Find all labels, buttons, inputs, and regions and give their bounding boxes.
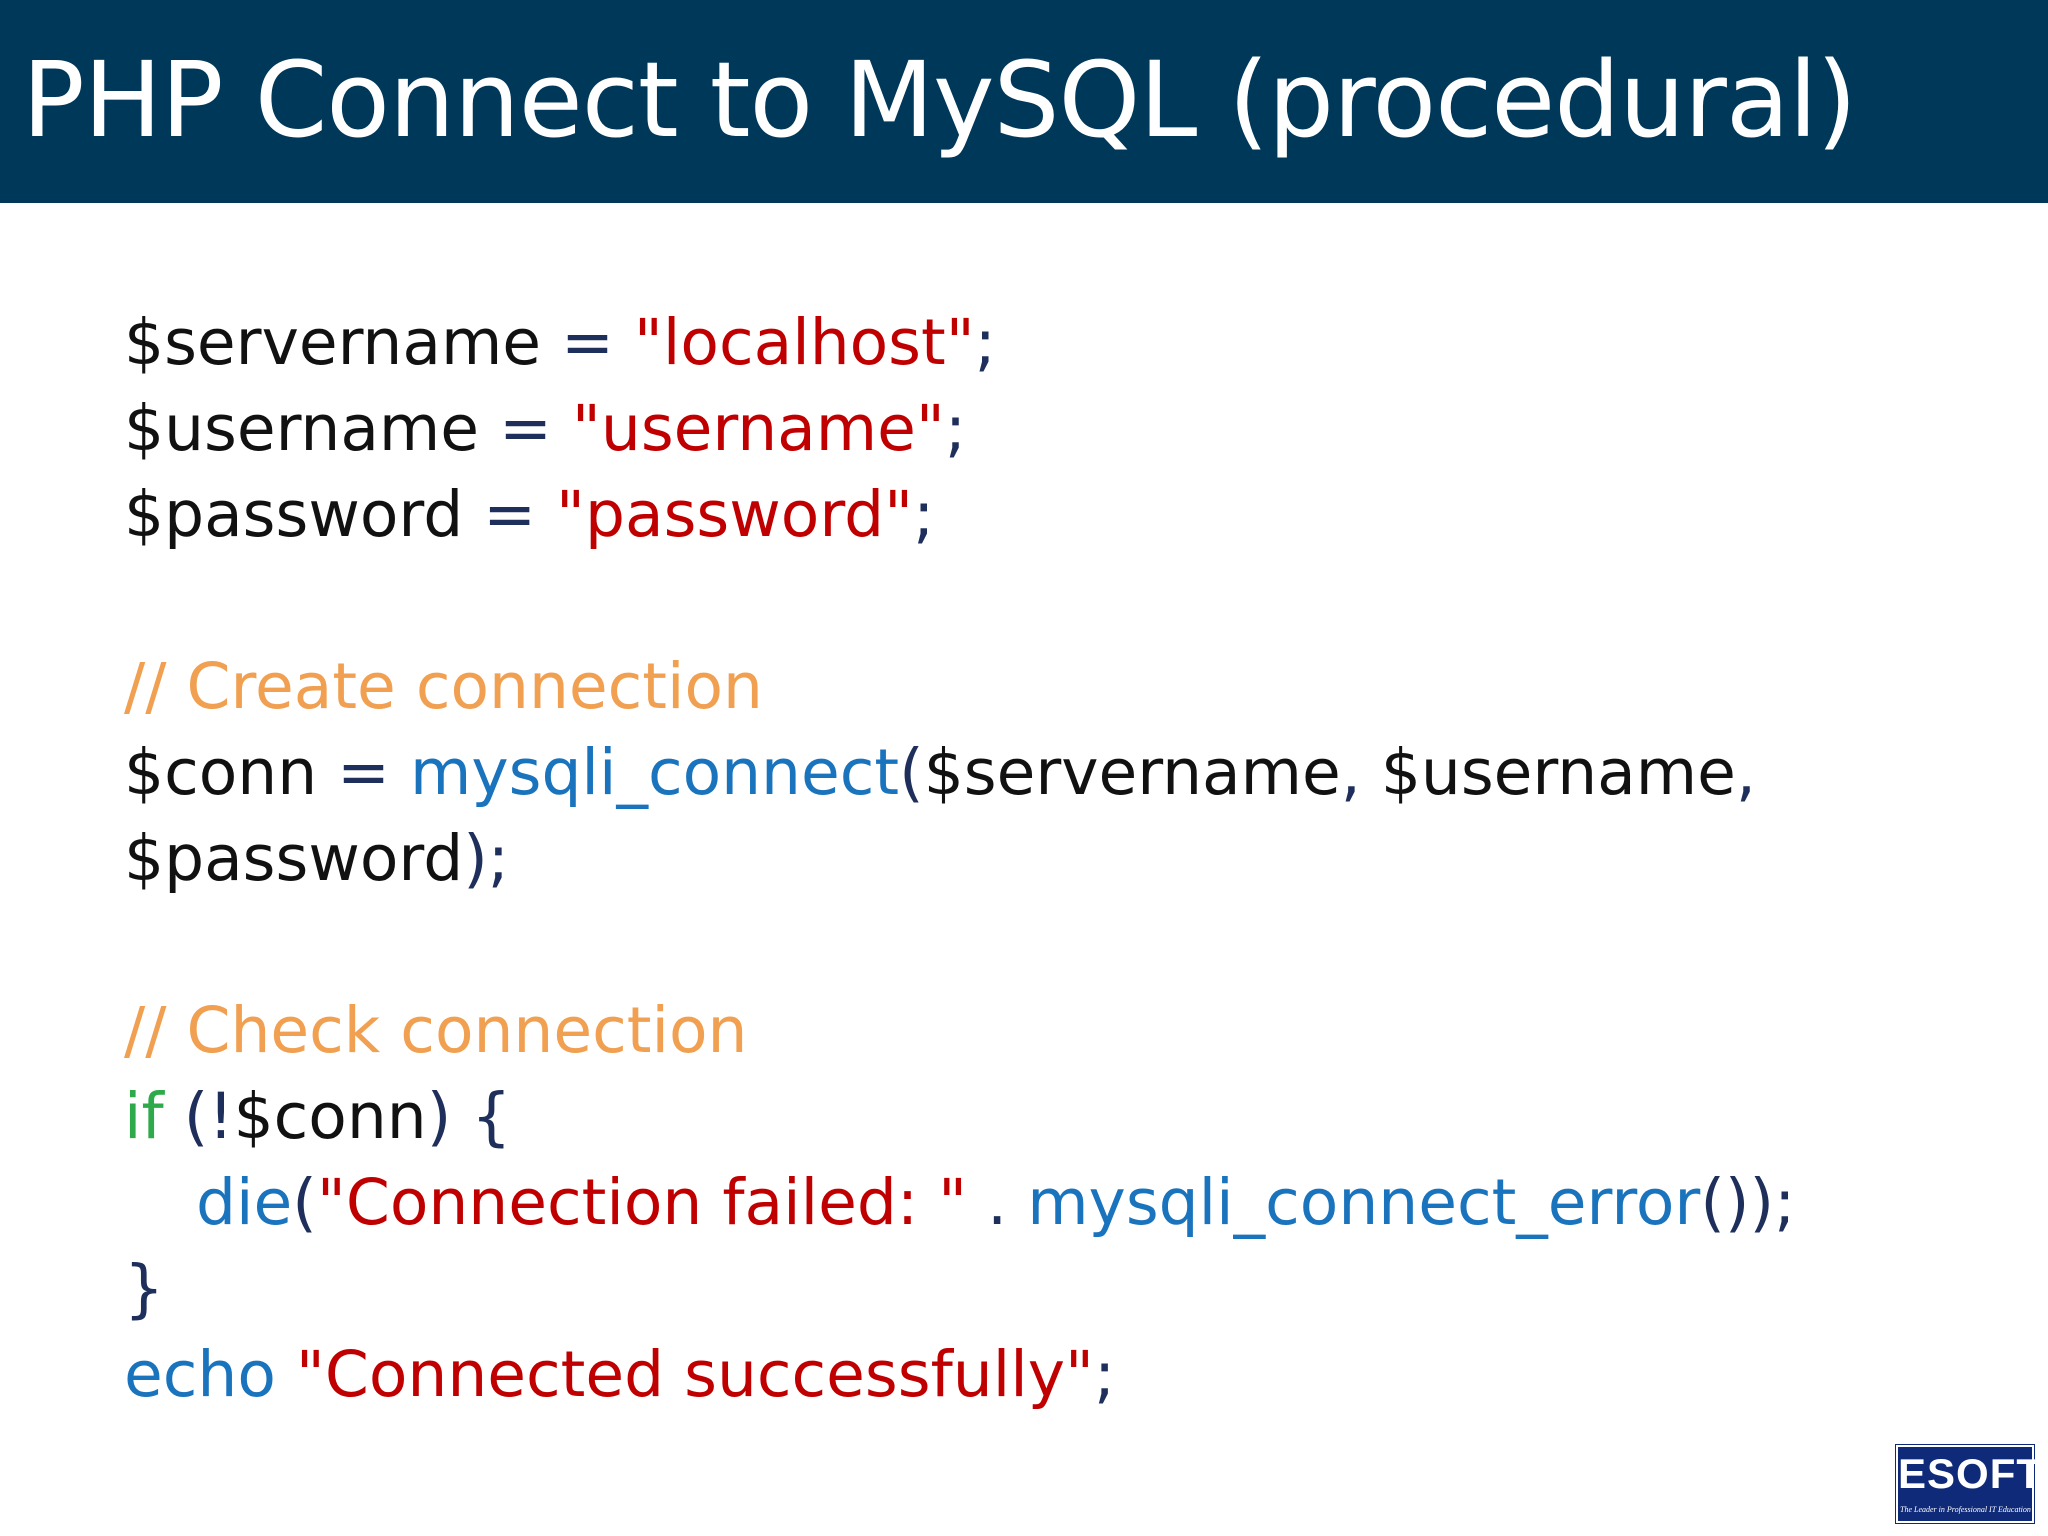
code-line-servername: $servername = "localhost"; [124,300,1795,386]
code-keyword: if [124,1080,164,1153]
code-comment-check: // Check connection [124,994,748,1067]
code-punctuation: ) { [426,1080,512,1153]
code-variable: $conn [233,1080,427,1153]
code-punctuation: ; [913,478,935,551]
code-string: "password" [556,478,914,551]
code-punctuation: , [1735,736,1756,809]
code-block: $servername = "localhost"; $username = "… [124,300,1795,1418]
code-function: mysqli_connect_error [1027,1166,1701,1239]
code-argument: $password [124,822,464,895]
code-operator: = [541,306,634,379]
code-line-if: if (!$conn) { [124,1074,1795,1160]
code-punctuation: ( [292,1166,317,1239]
code-string: "username" [571,392,945,465]
title-bar: PHP Connect to MySQL (procedural) [0,0,2048,203]
code-punctuation: ; [1093,1338,1116,1411]
code-string: "Connection failed: " [316,1166,968,1239]
code-operator: = [317,736,410,809]
code-variable: $conn [124,736,318,809]
code-line-username: $username = "username"; [124,386,1795,472]
code-line-password: $password = "password"; [124,472,1795,558]
code-keyword: echo [124,1338,276,1411]
code-argument: $username [1380,736,1736,809]
code-line-die: die("Connection failed: " . mysqli_conne… [124,1160,1795,1246]
code-punctuation: ; [974,306,996,379]
code-space [276,1338,296,1411]
code-operator: = [479,392,572,465]
code-punctuation: ; [944,392,967,465]
code-function: mysqli_connect [409,736,900,809]
esoft-logo: ESOFT The Leader in Professional IT Educ… [1896,1445,2044,1523]
code-operator: . [967,1166,1028,1239]
code-punctuation: ()); [1700,1166,1796,1239]
code-operator: = [463,478,557,551]
code-line-connect: $conn = mysqli_connect($servername, $use… [124,730,1795,816]
code-comment-create: // Create connection [124,650,763,723]
code-function: die [196,1166,293,1239]
slide-title: PHP Connect to MySQL (procedural) [22,39,1857,161]
code-argument: $servername [923,736,1341,809]
code-blank-line [124,558,1795,644]
code-punctuation: , [1340,736,1381,809]
code-string: "Connected successfully" [295,1338,1094,1411]
code-variable: $username [124,392,480,465]
code-variable: $servername [124,306,542,379]
logo-tagline: The Leader in Professional IT Education [1900,1505,2031,1514]
code-string: "localhost" [633,306,975,379]
logo-text: ESOFT [1898,1450,2044,1497]
code-line-close-brace: } [124,1252,165,1325]
code-blank-line [124,902,1795,988]
code-line-connect-cont: $password); [124,816,1795,902]
code-punctuation: ( [899,736,924,809]
code-variable: $password [124,478,464,551]
code-line-echo: echo "Connected successfully"; [124,1332,1795,1418]
code-punctuation: ); [463,822,509,895]
code-punctuation: (! [163,1080,234,1153]
